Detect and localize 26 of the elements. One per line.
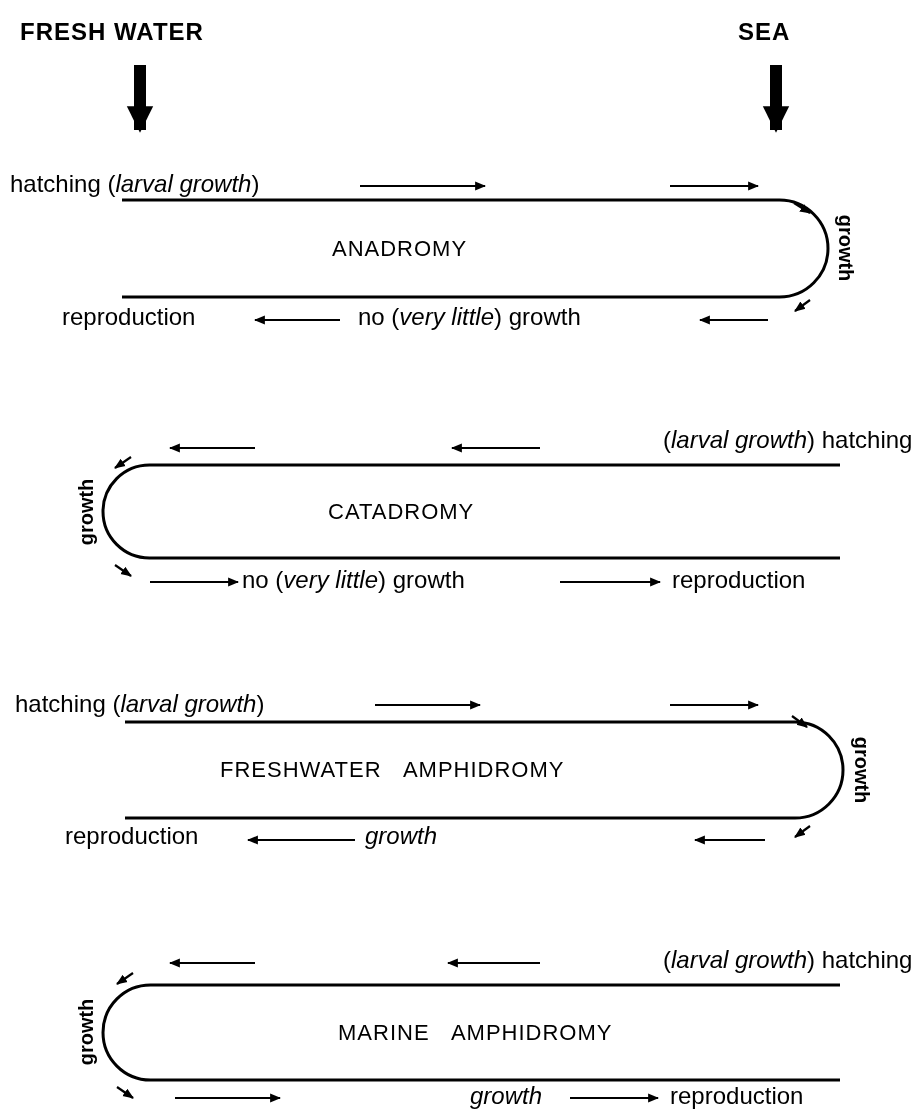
life-stage-label: growth [470,1082,543,1110]
u-shaped-loop [103,465,840,558]
life-stage-label: growth [73,478,98,546]
u-shaped-loop [125,722,843,818]
migration-type-label: CATADROMY [328,498,475,525]
life-stage-label: reproduction [670,1082,804,1110]
life-stage-label: hatching (larval growth) [15,690,265,718]
migration-type-label: MARINE AMPHIDROMY [338,1019,613,1046]
u-shaped-loop [103,985,840,1080]
habitat-heading: FRESH WATER [20,18,204,46]
habitat-heading: SEA [738,18,791,46]
life-stage-label: hatching (larval growth) [10,170,260,198]
life-stage-label: growth [73,998,98,1066]
life-stage-label: no (very little) growth [358,303,581,331]
life-stage-label: growth [833,214,858,282]
life-stage-label: growth [365,822,438,850]
life-stage-label: reproduction [672,566,806,594]
migration-type-label: ANADROMY [332,235,468,262]
life-stage-label: reproduction [62,303,196,331]
u-shaped-loop [122,200,828,297]
life-stage-label: reproduction [65,822,199,850]
migration-type-label: FRESHWATER AMPHIDROMY [220,757,565,783]
life-stage-label: growth [849,736,874,804]
life-stage-label: no (very little) growth [242,566,465,594]
life-stage-label: (larval growth) hatching [663,946,913,974]
life-stage-label: (larval growth) hatching [663,426,913,454]
